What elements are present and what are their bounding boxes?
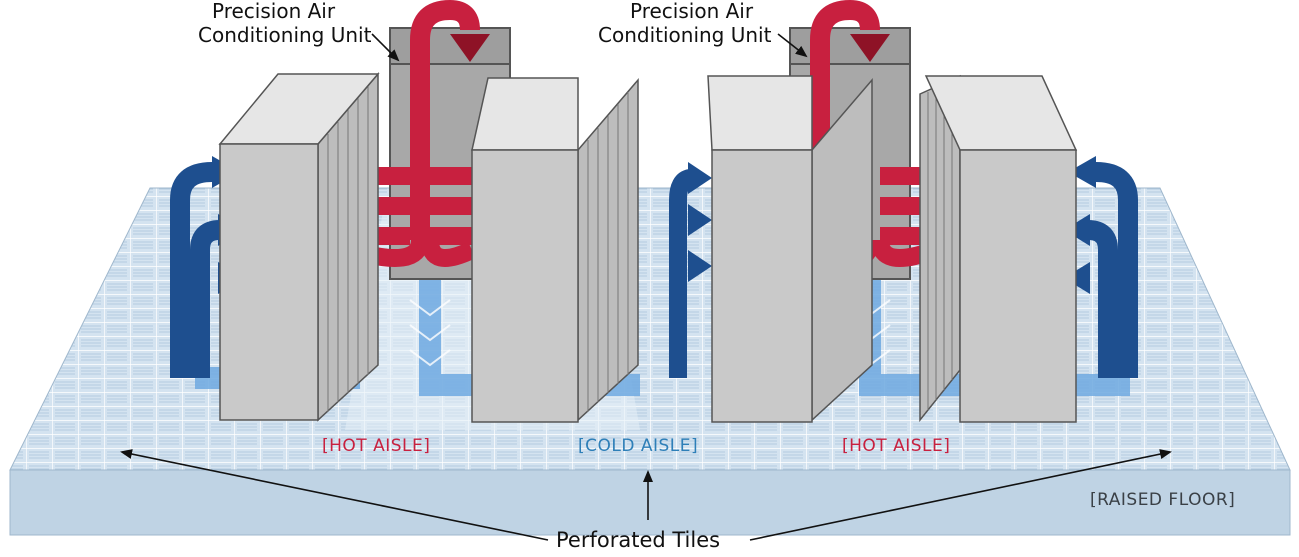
ac-unit-right-top [789, 27, 911, 65]
cold-air-rising-left [170, 162, 221, 378]
hot-air-left-downflow [410, 0, 480, 240]
cold-air-arrowheads-right [1064, 156, 1096, 294]
server-rack-2 [471, 77, 639, 423]
cold-air-arrow-right-outer [1095, 162, 1138, 378]
rack-3-top [707, 75, 813, 151]
ac-unit-right-label-line2: Conditioning Unit [598, 23, 772, 47]
cold-air-arrow-left-inner [190, 220, 221, 378]
pointer-tiles-left [120, 449, 549, 541]
server-rack-4 [919, 74, 1078, 423]
server-rack-3 [707, 75, 873, 423]
ac-unit-left-label-line1: Precision Air [212, 0, 336, 23]
perforated-tiles-label: Perforated Tiles [556, 528, 721, 552]
raised-floor-label: [RAISED FLOOR] [1090, 490, 1236, 510]
rack-4-front [959, 149, 1077, 423]
hot-air-right-downflow [810, 0, 880, 240]
rack-1-front [219, 143, 319, 421]
hot-aisle-right-label: [HOT AISLE] [842, 436, 951, 456]
floor-front-edge [9, 469, 1291, 536]
ac-unit-left-top [389, 27, 511, 65]
server-rack-1 [218, 71, 380, 422]
ac-unit-left-label-line2: Conditioning Unit [198, 23, 372, 47]
rack-2-top [471, 77, 579, 151]
hot-air-right-arrowhead [850, 34, 890, 62]
pointer-tiles-right [749, 449, 1172, 541]
cold-air-arrow-right-inner [1087, 220, 1118, 378]
label-pointers [120, 33, 1172, 541]
ac-unit-right-label-line1: Precision Air [630, 0, 754, 23]
hot-air-left-arrowhead [450, 34, 490, 62]
cold-air-arrow-left-outer [170, 162, 213, 378]
pointer-ac-right [777, 33, 808, 58]
cold-aisle-label: [COLD AISLE] [578, 436, 699, 456]
hot-aisle-left-label: [HOT AISLE] [322, 436, 431, 456]
cold-air-rising-right [1087, 162, 1138, 378]
pointer-ac-left [371, 33, 400, 62]
rack-3-front [711, 149, 813, 423]
rack-2-front [471, 149, 579, 423]
